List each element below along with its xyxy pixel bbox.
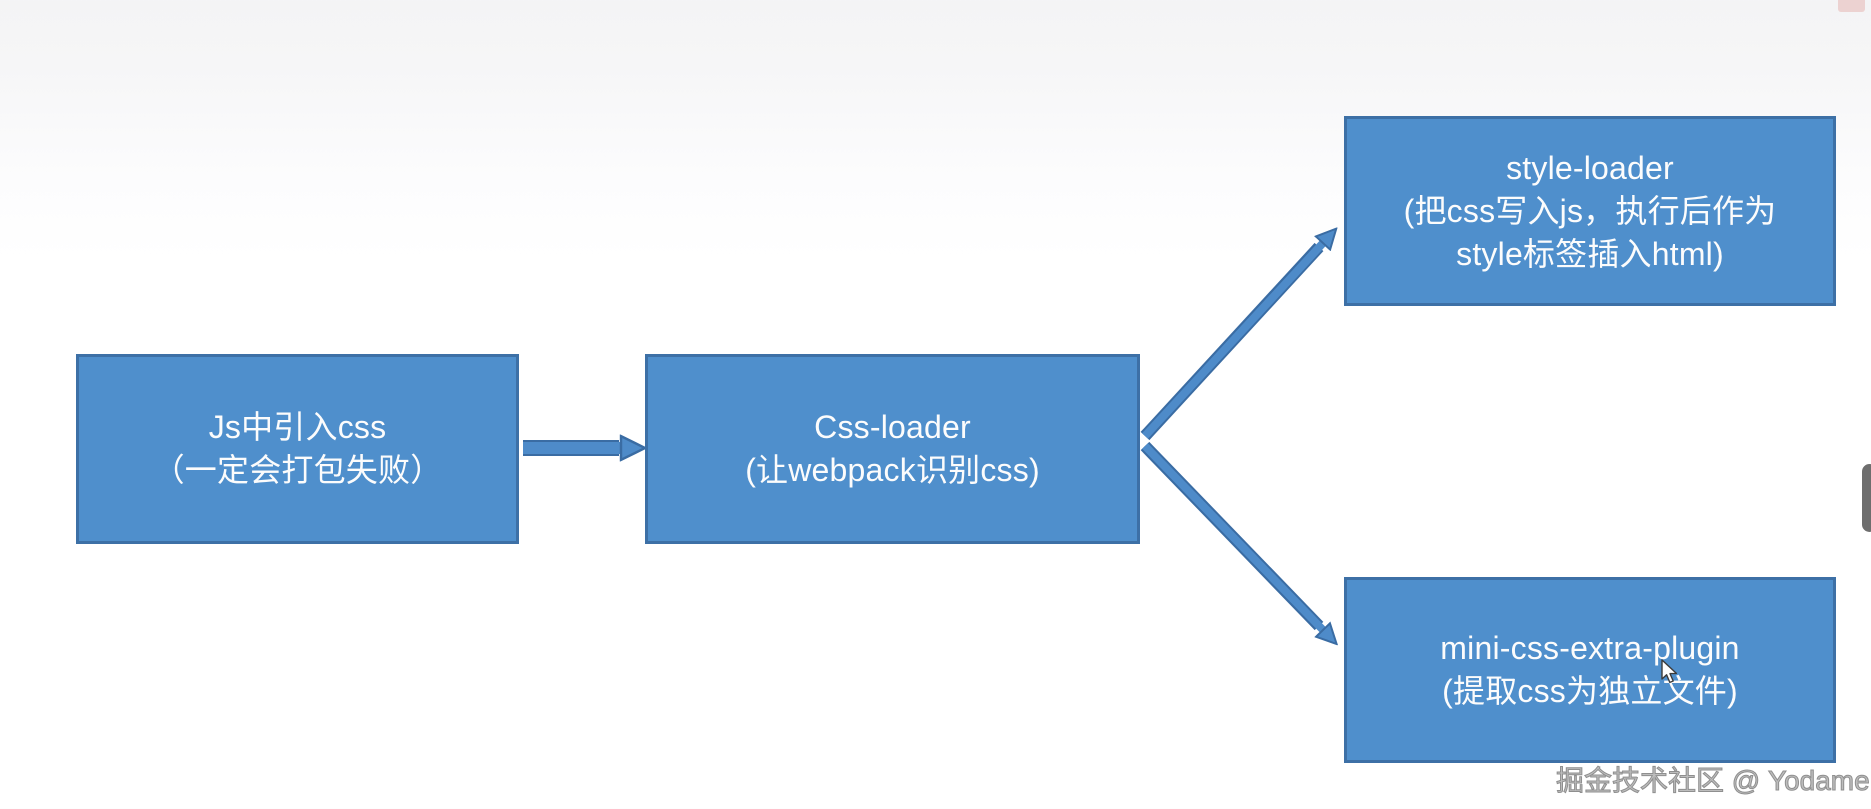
node-style-loader: style-loader (把css写入js，执行后作为 style标签插入ht… xyxy=(1344,116,1836,306)
node-mini-css-extra-plugin: mini-css-extra-plugin (提取css为独立文件) xyxy=(1344,577,1836,763)
arrow-cssloader-to-styleloader xyxy=(1140,243,1323,441)
node-title: style-loader xyxy=(1506,149,1674,186)
node-subtitle: (让webpack识别css) xyxy=(745,452,1040,488)
arrow-cssloader-to-miniplugin xyxy=(1140,441,1323,630)
node-title: mini-css-extra-plugin xyxy=(1440,630,1740,666)
corner-smudge xyxy=(1838,0,1865,12)
node-subtitle: style标签插入html) xyxy=(1456,235,1724,272)
node-subtitle: （一定会打包失败） xyxy=(152,452,443,488)
watermark: 掘金技术社区 @ Yodame xyxy=(1556,765,1871,797)
node-css-loader: Css-loader (让webpack识别css) xyxy=(645,354,1140,544)
node-title: Css-loader xyxy=(814,409,971,445)
node-title: Js中引入css xyxy=(208,409,387,445)
scrollbar-thumb[interactable] xyxy=(1862,464,1871,532)
node-subtitle: (把css写入js，执行后作为 xyxy=(1403,192,1777,229)
node-js-import-css: Js中引入css （一定会打包失败） xyxy=(76,354,519,544)
node-subtitle: (提取css为独立文件) xyxy=(1442,673,1738,709)
